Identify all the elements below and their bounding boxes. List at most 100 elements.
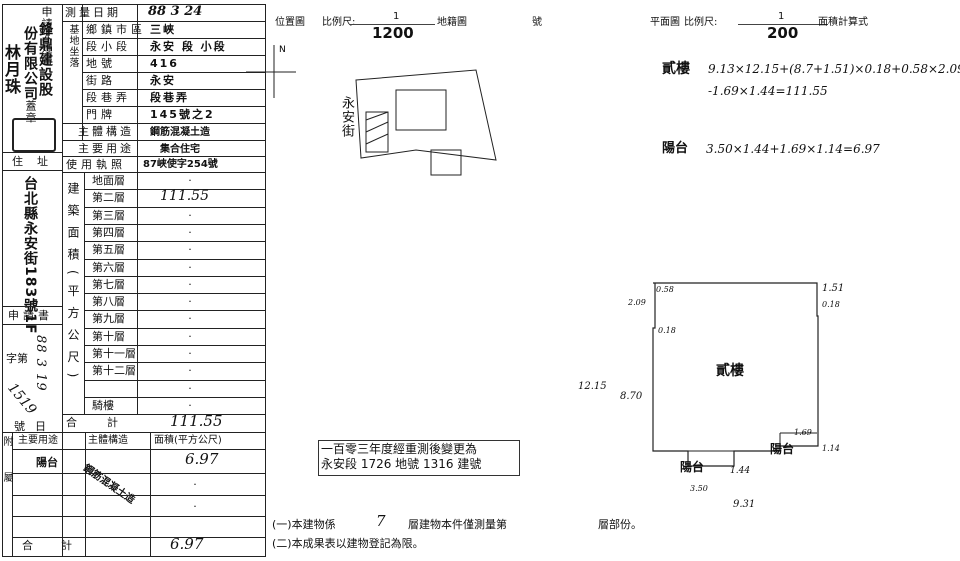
- floor-value: ·: [188, 382, 192, 395]
- floor-label: 第三層: [92, 209, 125, 222]
- location-scale-den: 1200: [372, 24, 414, 42]
- attached-header-structure: 主體構造: [88, 435, 128, 446]
- application-no-value: 88 3 19: [33, 335, 48, 392]
- floor-label: 第十層: [92, 330, 125, 343]
- use-permit-label: 使用執照: [66, 158, 126, 171]
- remeasure-box: [318, 440, 520, 476]
- plan-scale-label: 比例尺:: [684, 17, 718, 28]
- floor-label: 第四層: [92, 226, 125, 239]
- floor-label: 第五層: [92, 243, 125, 256]
- dim-top-left: 0.58: [656, 285, 674, 294]
- main-use-label: 主要用途: [78, 142, 134, 155]
- attached-structure-0: 鋼筋混凝土造: [81, 462, 137, 507]
- plan-balcony-label-bottom: 陽台: [680, 460, 705, 474]
- survey-date-value: 88 3 24: [148, 4, 203, 19]
- adjacent-building: [395, 89, 447, 131]
- site-row-label: 門牌: [86, 108, 116, 121]
- site-row-label: 地號: [86, 57, 116, 70]
- site-row-label: 段小段: [86, 40, 131, 53]
- total-label: 合計: [66, 416, 148, 429]
- attached-label: 附屬: [1, 436, 12, 508]
- site-row-value: 段巷弄: [150, 91, 189, 104]
- floor-label: 第九層: [92, 312, 125, 325]
- floor-label: 地面層: [92, 174, 125, 187]
- site-row-value: 416: [150, 57, 179, 70]
- floor-value: ·: [188, 347, 192, 360]
- note1-suffix: 層部份。: [598, 518, 642, 531]
- dim-balcony2-h: 1.44: [730, 466, 751, 476]
- main-use-value: 集合住宅: [160, 144, 200, 155]
- note2: (二)本成果表以建物登記為限。: [272, 537, 424, 550]
- floor-label: 第二層: [92, 191, 125, 204]
- attached-area-0: 6.97: [185, 450, 219, 468]
- number-label: 號: [532, 17, 542, 28]
- site-row-label: 段巷弄: [86, 91, 131, 104]
- plan-balcony-label-right: 陽台: [770, 442, 795, 456]
- site-row-value: 145號之2: [150, 108, 215, 121]
- plan-scale-den: 200: [767, 24, 799, 42]
- floor-value: ·: [188, 261, 192, 274]
- attached-use-0: 陽台: [36, 456, 58, 469]
- calc-label: 面積計算式: [818, 17, 868, 28]
- calc-line1: 9.13×12.15+(8.7+1.51)×0.18+0.58×2.09: [708, 62, 960, 76]
- calc-line3-label: 陽台: [662, 141, 689, 156]
- applicant-name-c: 鋒鼎建設股: [37, 22, 53, 97]
- hatch-3: [365, 133, 389, 145]
- address-value: 台北縣永安街183號1F: [22, 176, 38, 335]
- seal-stamp: [12, 118, 56, 152]
- site-row-label: 街路: [86, 74, 116, 87]
- floor-value: ·: [188, 312, 192, 325]
- floor-value: ·: [188, 226, 192, 239]
- floor-label: 第八層: [92, 295, 125, 308]
- floor-value: ·: [188, 174, 192, 187]
- land-map-label: 地籍圖: [437, 17, 467, 28]
- floor-label: 第十二層: [92, 364, 136, 377]
- site-label: 基地坐落: [67, 24, 78, 68]
- dim-balcony-w: 1.69: [794, 428, 812, 437]
- floor-value: ·: [188, 364, 192, 377]
- applicant-name-b: 份有限公司: [22, 26, 38, 101]
- floor-area-label: 建築面積(平方公尺): [66, 182, 80, 388]
- plan-main-label: 貳樓: [716, 363, 744, 379]
- plan-scale-num: 1: [778, 11, 785, 22]
- hatch-2: [365, 121, 389, 133]
- calc-line3: 3.50×1.44+1.69×1.14=6.97: [706, 142, 880, 156]
- attached-total-value: 6.97: [170, 535, 204, 553]
- location-map-drawing: N: [246, 45, 497, 176]
- site-row-value: 永安: [150, 74, 176, 87]
- plan-drawing: [652, 282, 819, 467]
- total-value: 111.55: [170, 412, 223, 430]
- floor-value: ·: [188, 399, 192, 412]
- attached-header-use: 主要用途: [18, 435, 58, 446]
- calc-line2: -1.69×1.44=111.55: [708, 84, 828, 98]
- floor-label: 第十一層: [92, 347, 136, 360]
- floor-value: ·: [188, 209, 192, 222]
- note1-floors: 7: [376, 512, 386, 530]
- dim-right-small: 0.18: [822, 300, 840, 309]
- dim-inner: 8.70: [620, 391, 643, 402]
- remeasure-line1: 一百零三年度經重測後變更為: [321, 442, 478, 456]
- attached-header-area: 面積(平方公尺): [154, 435, 222, 446]
- floor-label: 第七層: [92, 278, 125, 291]
- attached-total-label: 合計: [22, 539, 100, 552]
- applicant-name-a: 林月珠: [2, 44, 21, 95]
- site-row-value: 三峽: [150, 23, 176, 36]
- address-label: 住址: [12, 155, 62, 168]
- floor-value: ·: [188, 243, 192, 256]
- site-row-label: 鄉鎮市區: [86, 23, 146, 36]
- target-building: [365, 111, 389, 153]
- floor-label: 騎樓: [92, 399, 114, 412]
- dim-notch: 0.18: [658, 326, 676, 335]
- floor-plan-title: 平面圖: [650, 17, 680, 28]
- floor-value: ·: [188, 330, 192, 343]
- attached-area-2: ·: [193, 500, 197, 513]
- survey-date-label: 測量日期: [65, 6, 121, 19]
- attached-area-1: ·: [193, 478, 197, 491]
- remeasure-line2: 永安段 1726 地號 1316 建號: [321, 457, 482, 471]
- dim-top-right: 1.51: [822, 283, 845, 294]
- location-scale-num: 1: [393, 11, 400, 22]
- applicant-label: 申請人姓名: [40, 6, 53, 66]
- floor-value: ·: [188, 278, 192, 291]
- note1-middle: 層建物本件僅測量第: [408, 518, 507, 531]
- dim-balcony2-w: 3.50: [690, 484, 708, 493]
